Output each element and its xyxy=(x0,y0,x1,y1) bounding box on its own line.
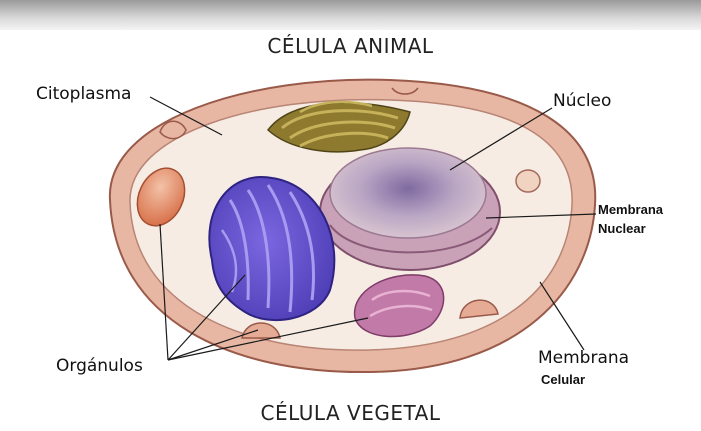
vesicle xyxy=(516,170,540,192)
label-membrana-celular-line2: Celular xyxy=(541,372,585,387)
label-membrana-nuclear-line1: Membrana xyxy=(598,202,663,217)
label-citoplasma: Citoplasma xyxy=(36,84,131,104)
label-membrana-nuclear-line2: Nuclear xyxy=(598,221,646,236)
title-plant-cell: CÉLULA VEGETAL xyxy=(0,401,701,425)
label-nucleo: Núcleo xyxy=(553,91,611,111)
label-membrana-celular-line1: Membrana xyxy=(538,348,629,368)
label-organulos: Orgánulos xyxy=(56,356,143,376)
